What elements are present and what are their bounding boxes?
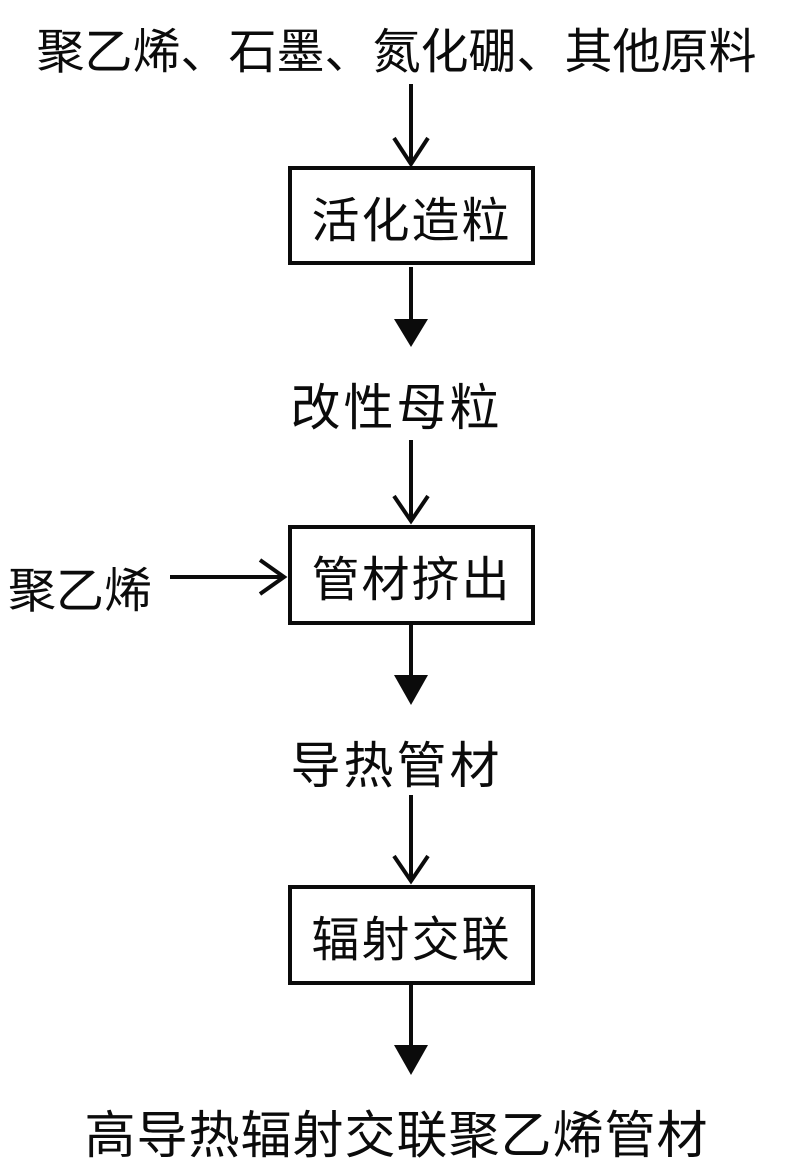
final-product-label: 高导热辐射交联聚乙烯管材 bbox=[84, 1107, 709, 1160]
process-box-extrusion-label: 管材挤出 bbox=[311, 552, 512, 608]
down-arrow-solid-2-icon bbox=[394, 625, 428, 705]
down-arrow-solid-1-icon bbox=[394, 267, 428, 347]
conductive-pipe-label: 导热管材 bbox=[290, 737, 503, 795]
down-arrow-open-3-icon bbox=[392, 795, 430, 885]
raw-materials-label: 聚乙烯、石墨、氮化硼、其他原料 bbox=[36, 24, 757, 80]
process-box-activation: 活化造粒 bbox=[288, 166, 535, 265]
down-arrow-open-1-icon bbox=[392, 84, 430, 168]
process-box-crosslinking: 辐射交联 bbox=[288, 885, 535, 985]
masterbatch-label: 改性母粒 bbox=[290, 379, 503, 437]
down-arrow-open-2-icon bbox=[392, 440, 430, 525]
side-input-label: 聚乙烯 bbox=[8, 563, 153, 619]
right-arrow-open-icon bbox=[170, 558, 288, 596]
process-box-extrusion: 管材挤出 bbox=[288, 525, 535, 625]
process-box-crosslinking-label: 辐射交联 bbox=[311, 912, 512, 968]
down-arrow-solid-3-icon bbox=[394, 985, 428, 1075]
process-box-activation-label: 活化造粒 bbox=[311, 192, 512, 249]
